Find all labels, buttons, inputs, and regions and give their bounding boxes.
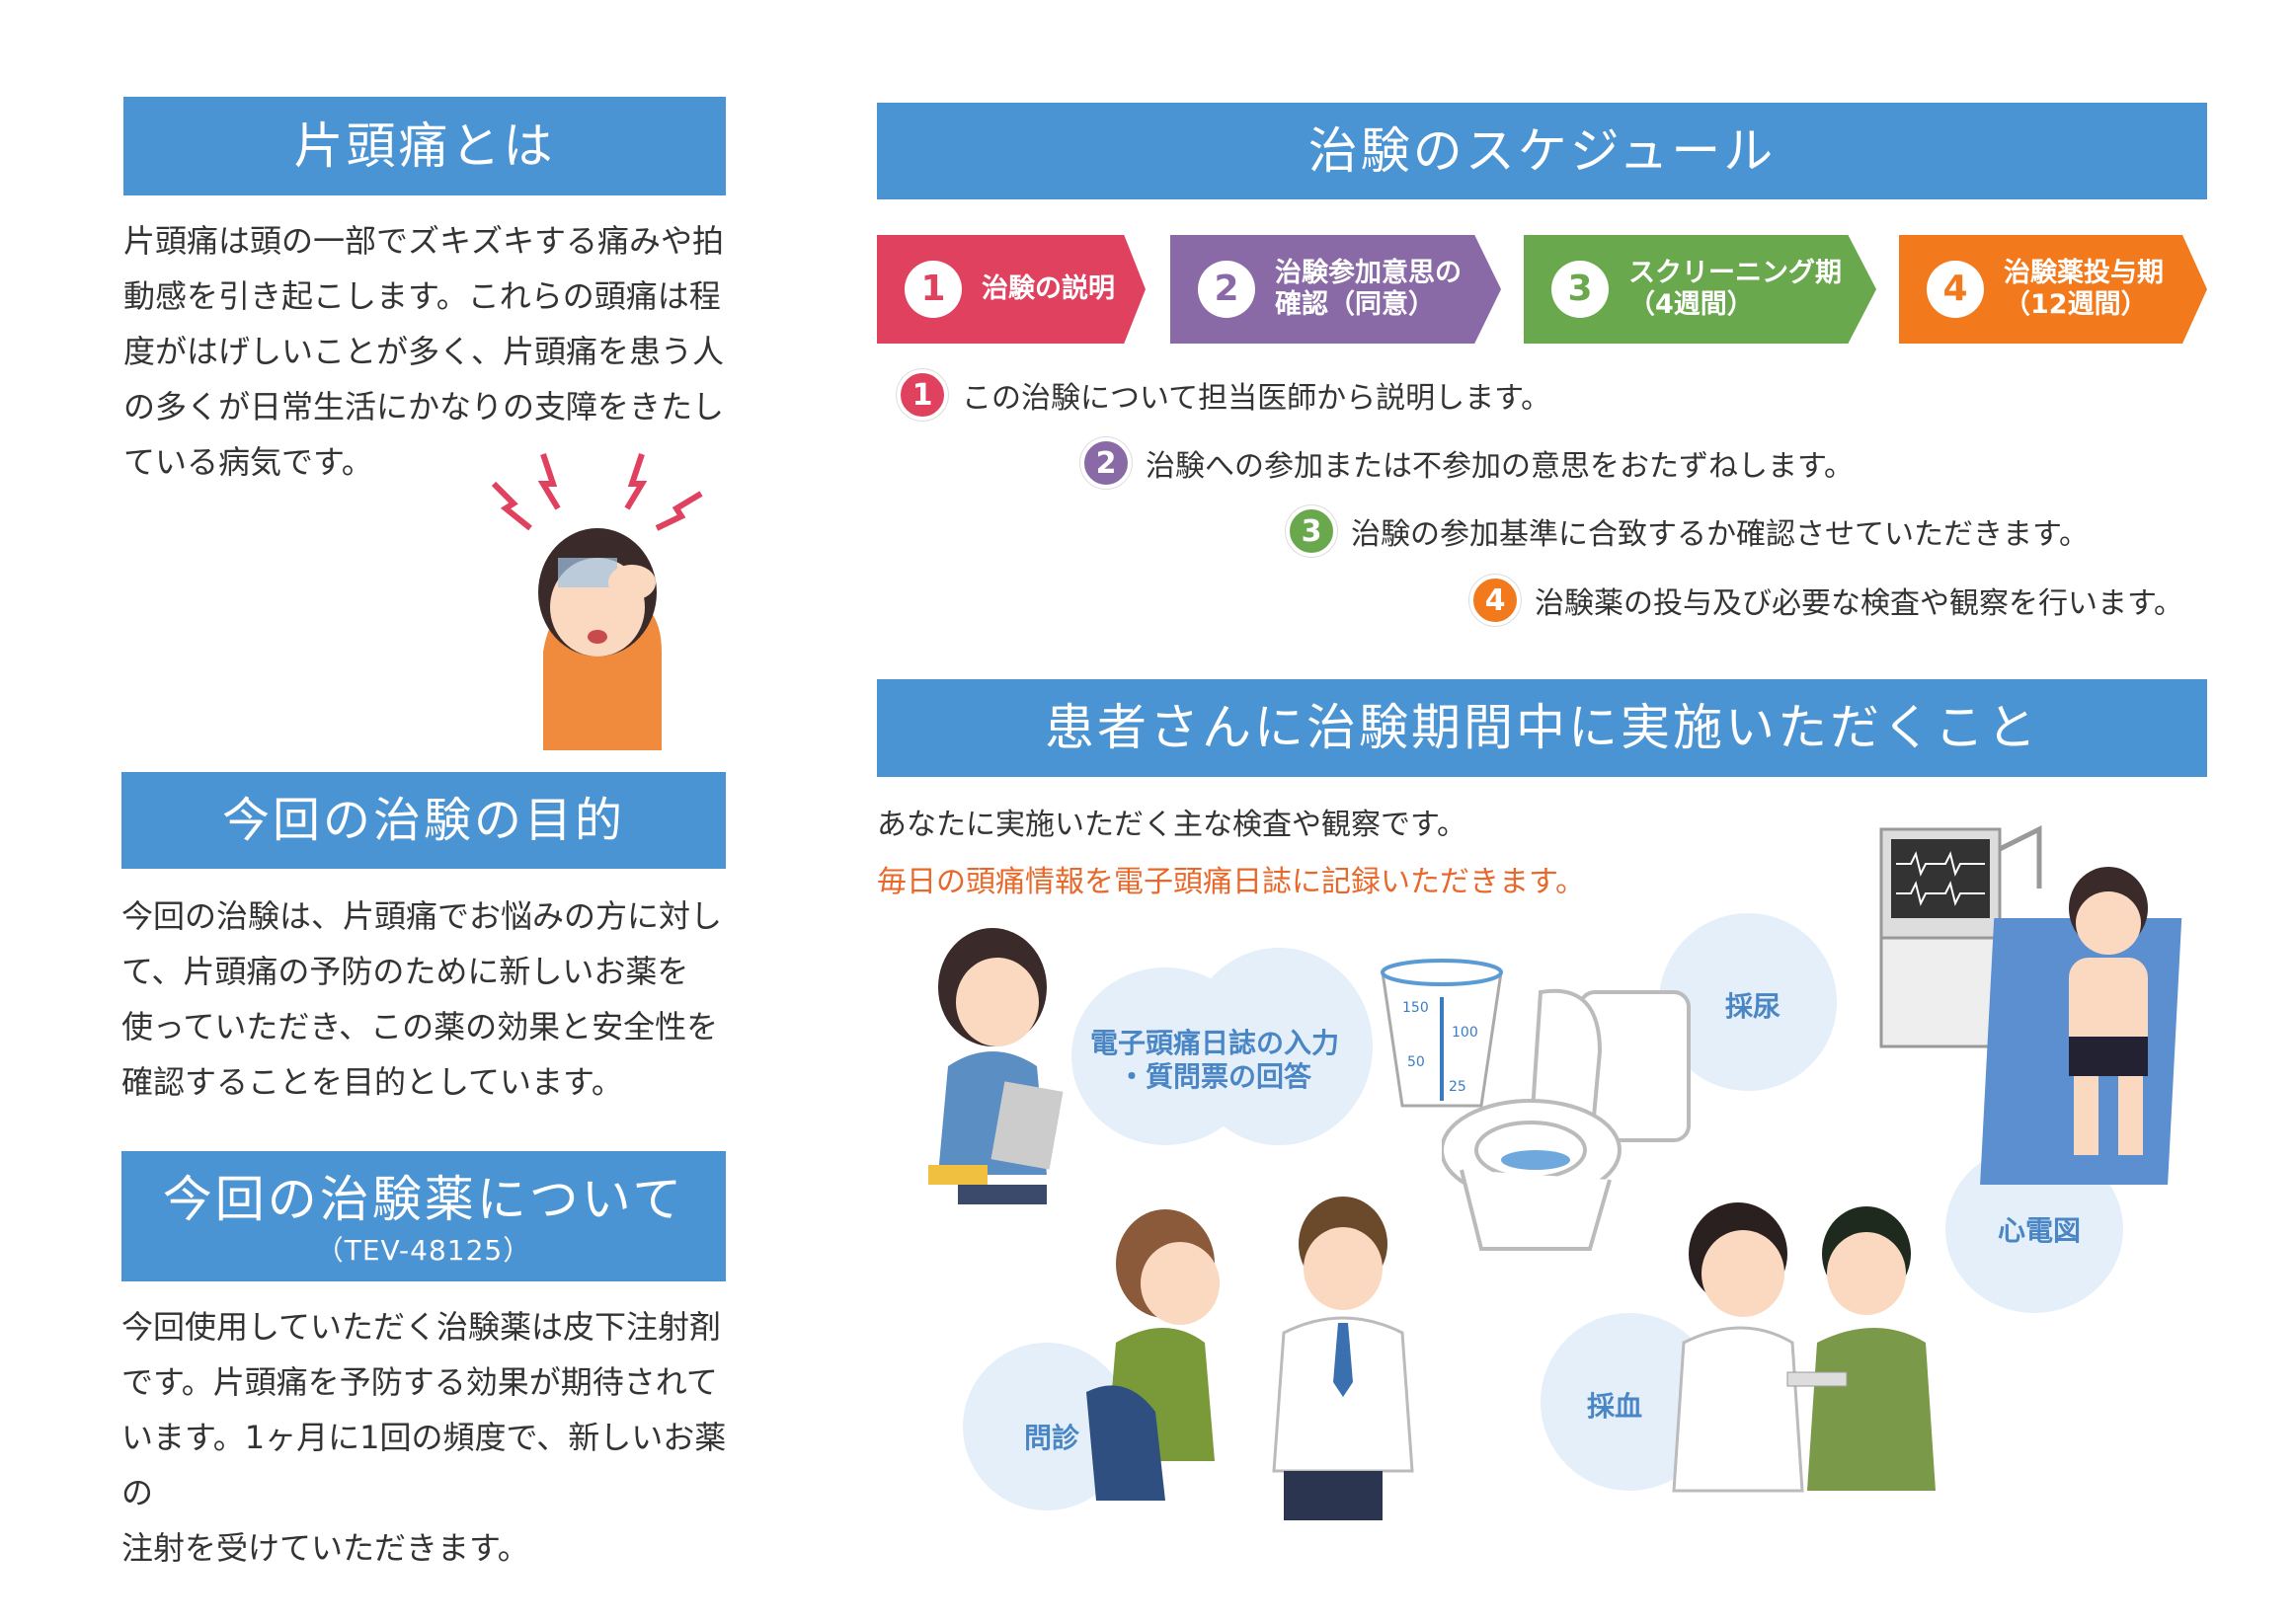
cup-mark: 100 (1452, 1025, 1478, 1041)
step-description-4: 4 治験薬の投与及び必要な検査や観察を行います。 (1469, 575, 2183, 626)
text-line: 使っていただき、この薬の効果と安全性を (121, 1008, 719, 1045)
section-title-drug: 今回の治験薬について （TEV-48125） (121, 1151, 726, 1281)
step-label: 治験の説明 (982, 273, 1115, 304)
step-description-2: 2 治験への参加または不参加の意思をおたずねします。 (1080, 437, 1854, 489)
headache-girl-illustration (491, 453, 703, 750)
blood-draw-illustration (1672, 1202, 1936, 1493)
urine-cup-illustration: 150 100 50 25 (1381, 959, 1503, 1108)
doctor-interview-illustration (1086, 1197, 1414, 1520)
desc-text: 治験の参加基準に合致するか確認させていただきます。 (1351, 517, 2089, 552)
text-line: ている病気です。 (123, 443, 373, 481)
migraine-description: 片頭痛は頭の一部でズキズキする痛みや拍 動感を引き起こします。これらの頭痛は程 … (123, 213, 736, 490)
step-badge-4: 4 (1469, 575, 1521, 626)
schedule-step-4: 4 治験薬投与期（12週間） (1899, 235, 2207, 344)
step-label: スクリーニング期 (1628, 258, 1842, 288)
section-title-schedule: 治験のスケジュール (877, 103, 2207, 199)
text-line: 今回の治験は、片頭痛でお悩みの方に対し (121, 897, 723, 935)
tasks-highlight: 毎日の頭痛情報を電子頭痛日誌に記録いただきます。 (877, 865, 1585, 899)
drug-code: （TEV-48125） (315, 1234, 532, 1267)
step-description-3: 3 治験の参加基準に合致するか確認させていただきます。 (1286, 505, 2089, 557)
purpose-description: 今回の治験は、片頭痛でお悩みの方に対し て、片頭痛の予防のために新しいお薬を 使… (121, 889, 734, 1110)
ecg-patient-illustration (1879, 824, 2182, 1185)
step-number-4: 4 (1927, 261, 1984, 318)
label-line: ・質問票の回答 (1117, 1060, 1311, 1093)
drug-description: 今回使用していただく治験薬は皮下注射剤 です。片頭痛を予防する効果が期待されて … (121, 1299, 734, 1576)
label-blood: 採血 (1586, 1390, 1642, 1423)
tasks-intro: あなたに実施いただく主な検査や観察です。 (877, 808, 1466, 842)
drug-title: 今回の治験薬について (162, 1171, 685, 1228)
step-sublabel: 確認（同意） (1275, 289, 1435, 320)
text-line: います。1ヶ月に1回の頻度で、新しいお薬の (121, 1419, 727, 1511)
label-urine: 採尿 (1724, 990, 1781, 1023)
text-line: 片頭痛は頭の一部でズキズキする痛みや拍 (123, 222, 725, 260)
woman-with-tablet-illustration (928, 928, 1064, 1204)
section-title-tasks: 患者さんに治験期間中に実施いただくこと (877, 679, 2207, 777)
text-line: 度がはげしいことが多く、片頭痛を患う人 (123, 333, 725, 370)
text-line: 注射を受けていただきます。 (121, 1529, 529, 1567)
step-sublabel: （4週間） (1628, 289, 1754, 320)
label-e-diary: 電子頭痛日誌の入力 ・質問票の回答 (1076, 1027, 1353, 1094)
section-title-migraine: 片頭痛とは (123, 97, 726, 195)
step-description-1: 1 この治験について担当医師から説明します。 (897, 369, 1550, 421)
label-interview: 問診 (1023, 1422, 1079, 1454)
cup-mark: 150 (1402, 1000, 1429, 1016)
cup-mark: 25 (1449, 1079, 1466, 1095)
step-badge-3: 3 (1286, 505, 1337, 557)
desc-text: この治験について担当医師から説明します。 (962, 381, 1551, 416)
text-line: て、片頭痛の予防のために新しいお薬を (121, 953, 689, 990)
desc-text: 治験薬の投与及び必要な検査や観察を行います。 (1535, 586, 2183, 621)
step-badge-2: 2 (1080, 437, 1132, 489)
step-number-3: 3 (1551, 261, 1609, 318)
text-line: 確認することを目的としています。 (121, 1063, 623, 1101)
text-line: の多くが日常生活にかなりの支障をきたし (123, 388, 725, 425)
schedule-step-3: 3 スクリーニング期（4週間） (1524, 235, 1876, 344)
section-title-purpose: 今回の治験の目的 (121, 772, 726, 869)
step-number-1: 1 (905, 261, 962, 318)
schedule-step-1: 1 治験の説明 (877, 235, 1146, 344)
step-label: 治験参加意思の (1275, 258, 1462, 288)
step-sublabel: （12週間） (2004, 289, 2148, 320)
bubble (1185, 948, 1373, 1145)
label-line: 電子頭痛日誌の入力 (1089, 1027, 1339, 1059)
text-line: 今回使用していただく治験薬は皮下注射剤 (121, 1308, 722, 1346)
text-line: です。片頭痛を予防する効果が期待されて (121, 1363, 718, 1401)
text-line: 動感を引き起こします。これらの頭痛は程 (123, 277, 721, 315)
desc-text: 治験への参加または不参加の意思をおたずねします。 (1146, 449, 1854, 484)
step-badge-1: 1 (897, 369, 948, 421)
cup-mark: 50 (1407, 1054, 1425, 1070)
schedule-step-2: 2 治験参加意思の確認（同意） (1170, 235, 1501, 344)
step-label: 治験薬投与期 (2004, 258, 2164, 288)
toilet-illustration (1442, 988, 1691, 1251)
label-ecg: 心電図 (1997, 1214, 2081, 1247)
step-number-2: 2 (1198, 261, 1255, 318)
